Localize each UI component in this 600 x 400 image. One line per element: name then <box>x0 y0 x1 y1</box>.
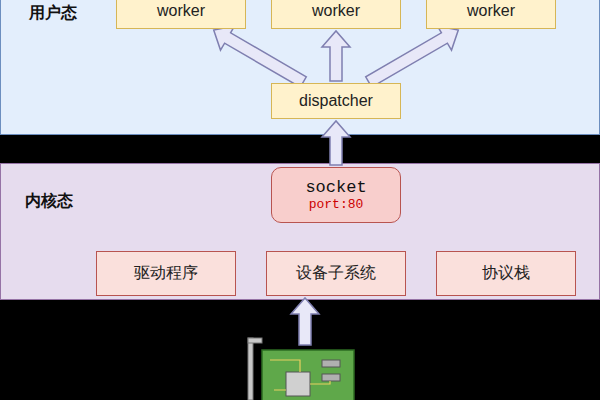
user-space-band: 用户态 worker worker worker dispatcher <box>0 0 600 135</box>
card-part <box>322 360 340 367</box>
card-board <box>262 350 354 400</box>
band-label: 用户态 <box>29 3 77 24</box>
box-label: 驱动程序 <box>134 263 198 284</box>
box-label: 协议栈 <box>482 263 530 284</box>
box-label: worker <box>312 2 360 20</box>
card-chip <box>286 372 310 396</box>
box-label: socket <box>305 178 366 197</box>
device-subsystem-box: 设备子系统 <box>266 251 406 296</box>
band-label: 内核态 <box>25 191 73 212</box>
card-traces <box>270 360 330 390</box>
driver-box: 驱动程序 <box>96 251 236 296</box>
card-bracket-top <box>248 338 262 343</box>
nic-arrow <box>291 298 319 345</box>
box-label: dispatcher <box>299 92 373 110</box>
box-label: port:80 <box>309 197 364 212</box>
worker-box: worker <box>271 0 401 29</box>
box-label: 设备子系统 <box>296 263 376 284</box>
card-bracket <box>248 338 253 400</box>
dispatcher-box: dispatcher <box>271 83 401 119</box>
card-part <box>322 374 340 381</box>
worker-box: worker <box>116 0 246 29</box>
box-label: worker <box>157 2 205 20</box>
box-label: worker <box>467 2 515 20</box>
kernel-space-band: 内核态 socketport:80 驱动程序 设备子系统 协议栈 <box>0 163 600 300</box>
worker-box: worker <box>426 0 556 29</box>
socket-box: socketport:80 <box>271 167 401 223</box>
protocol-stack-box: 协议栈 <box>436 251 576 296</box>
